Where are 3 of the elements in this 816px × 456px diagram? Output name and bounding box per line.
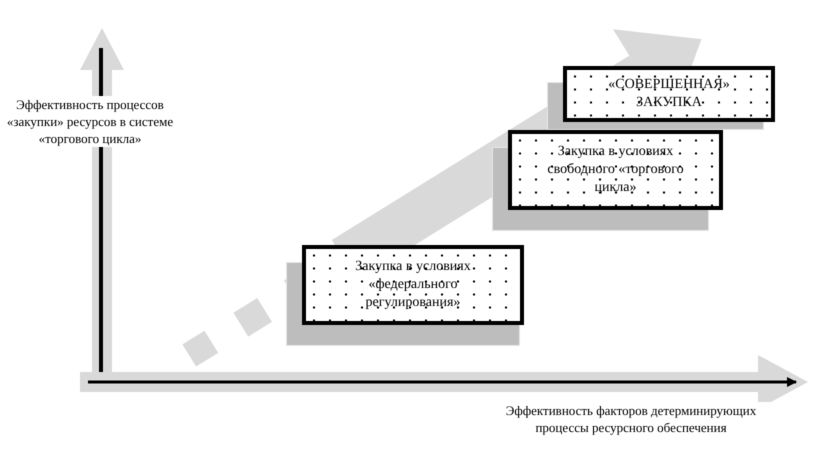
stage-box: Закупка в условиях свободного «торгового цикла» [508, 130, 723, 210]
stage-box: «СОВЕРШЕННАЯ» ЗАКУПКА [563, 66, 775, 122]
stage-box: Закупка в условиях «федерального регулирования» [302, 245, 524, 325]
